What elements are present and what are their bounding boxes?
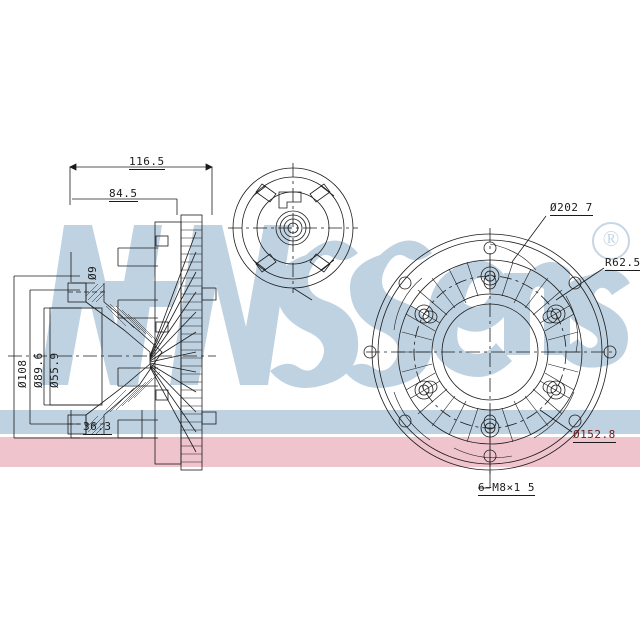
bimetal-top-view bbox=[228, 163, 358, 301]
section-vanes bbox=[149, 231, 197, 453]
outer-holes bbox=[363, 241, 617, 463]
dim-label-bolt-circle: Ø152.8 bbox=[573, 428, 616, 443]
bolt-holes bbox=[414, 266, 566, 438]
dim-label-thread-spec: 6−M8×1 5 bbox=[478, 481, 535, 496]
dim-label-offset: 36.3 bbox=[83, 420, 112, 435]
section-hatching bbox=[85, 283, 161, 435]
dim-label-outer-diameter: Ø108 bbox=[16, 359, 29, 389]
dim-label-radius: R62.5 bbox=[605, 256, 640, 271]
dim-label-overall-length: 116.5 bbox=[129, 155, 165, 170]
dim-label-bore-small: Ø9 bbox=[86, 265, 99, 280]
dim-label-face-diameter: Ø202 7 bbox=[550, 201, 593, 216]
dim-body-length bbox=[72, 198, 178, 215]
dim-overall-length bbox=[69, 163, 213, 215]
section-hub bbox=[49, 282, 108, 435]
dim-label-body-length: 84.5 bbox=[109, 187, 138, 202]
dim-offset bbox=[70, 410, 143, 439]
dim-label-flange-diameter: Ø89.6 bbox=[32, 352, 45, 388]
section-cooling-fins bbox=[181, 221, 202, 463]
dim-label-hub-diameter: Ø55.9 bbox=[48, 352, 61, 388]
leader-lines bbox=[478, 215, 605, 489]
